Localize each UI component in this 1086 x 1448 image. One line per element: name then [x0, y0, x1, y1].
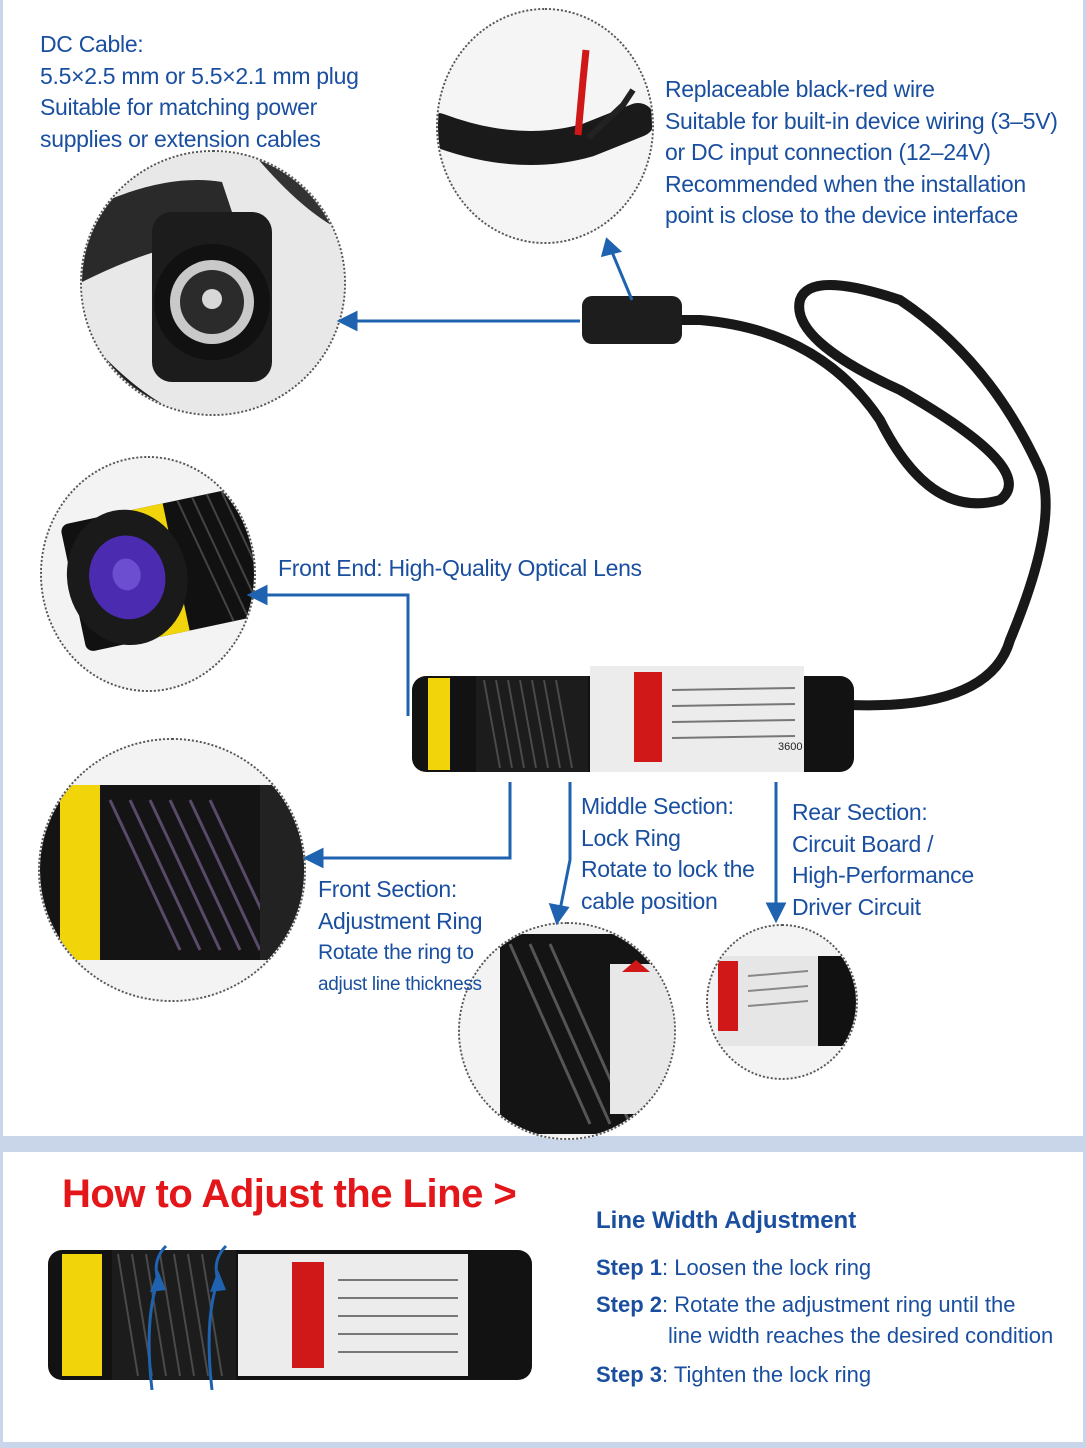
callout-line: Recommended when the installation [665, 170, 1026, 197]
callout-line: Suitable for built-in device wiring (3–5… [665, 107, 1058, 134]
callout-line: Driver Circuit [792, 893, 921, 920]
callout-line: or DC input connection (12–24V) [665, 139, 991, 165]
callout-line: point is close to the device interface [665, 202, 1018, 228]
step-text: : Tighten the lock ring [662, 1362, 872, 1387]
callout-line: supplies or extension cables [40, 125, 321, 152]
callout-line: Replaceable black-red wire [665, 76, 935, 102]
step-text-continued: line width reaches the desired condition [668, 1323, 1054, 1348]
callout-arrows [246, 237, 787, 926]
step-label: Step 2 [596, 1292, 663, 1317]
callout-line: DC Cable: [40, 31, 144, 57]
callout-line: adjust line thickness [318, 973, 482, 995]
wire-closeup [436, 8, 654, 244]
rear-section-callout: Rear Section: Circuit Board / High-Perfo… [792, 797, 974, 923]
step-text: : Rotate the adjustment ring until the [662, 1292, 1016, 1317]
lens-closeup [40, 456, 256, 692]
howto-title: How to Adjust the Line > [62, 1172, 517, 1216]
step-label: Step 1 [596, 1255, 663, 1280]
callout-line: cable position [581, 887, 718, 914]
adjustment-ring-closeup [38, 738, 306, 1002]
step-label: Step 3 [596, 1362, 663, 1387]
lock-ring-closeup [458, 922, 676, 1140]
callout-line: Middle Section: [581, 793, 734, 819]
laser-module: 3600 [412, 666, 854, 772]
step-3: Step 3: Tighten the lock ring [596, 1359, 871, 1390]
callout-line: Suitable for matching power [40, 94, 317, 120]
callout-line: Circuit Board / [792, 830, 934, 857]
callout-line: High-Performance [792, 862, 974, 888]
callout-line: Rear Section: [792, 799, 928, 825]
callout-line: Adjustment Ring [318, 907, 483, 934]
wire-callout: Replaceable black-red wire Suitable for … [665, 74, 1058, 232]
dc-plug-closeup [80, 150, 346, 416]
callout-line: Rotate to lock the [581, 856, 755, 882]
dc-cable-callout: DC Cable: 5.5×2.5 mm or 5.5×2.1 mm plug … [40, 29, 359, 155]
step-1: Step 1: Loosen the lock ring [596, 1252, 871, 1283]
cable [675, 280, 1051, 711]
laser-module-howto-image [48, 1244, 532, 1390]
circuit-section-closeup [706, 924, 858, 1080]
front-end-callout: Front End: High-Quality Optical Lens [278, 553, 642, 585]
callout-line: Rotate the ring to [318, 941, 474, 964]
front-section-callout: Front Section: Adjustment Ring Rotate th… [318, 874, 483, 1000]
step-2: Step 2: Rotate the adjustment ring until… [596, 1289, 1053, 1351]
callout-line: Front Section: [318, 876, 457, 902]
steps-title: Line Width Adjustment [596, 1207, 857, 1234]
callout-line: 5.5×2.5 mm or 5.5×2.1 mm plug [40, 62, 359, 89]
laser-module-diagram: 3600 [246, 237, 1051, 926]
callout-line: Front End: High-Quality Optical Lens [278, 555, 642, 581]
model-number: 3600 [778, 741, 802, 753]
middle-section-callout: Middle Section: Lock Ring Rotate to lock… [581, 791, 755, 917]
dc-connector [582, 296, 682, 344]
step-text: : Loosen the lock ring [662, 1255, 872, 1280]
callout-line: Lock Ring [581, 824, 681, 851]
